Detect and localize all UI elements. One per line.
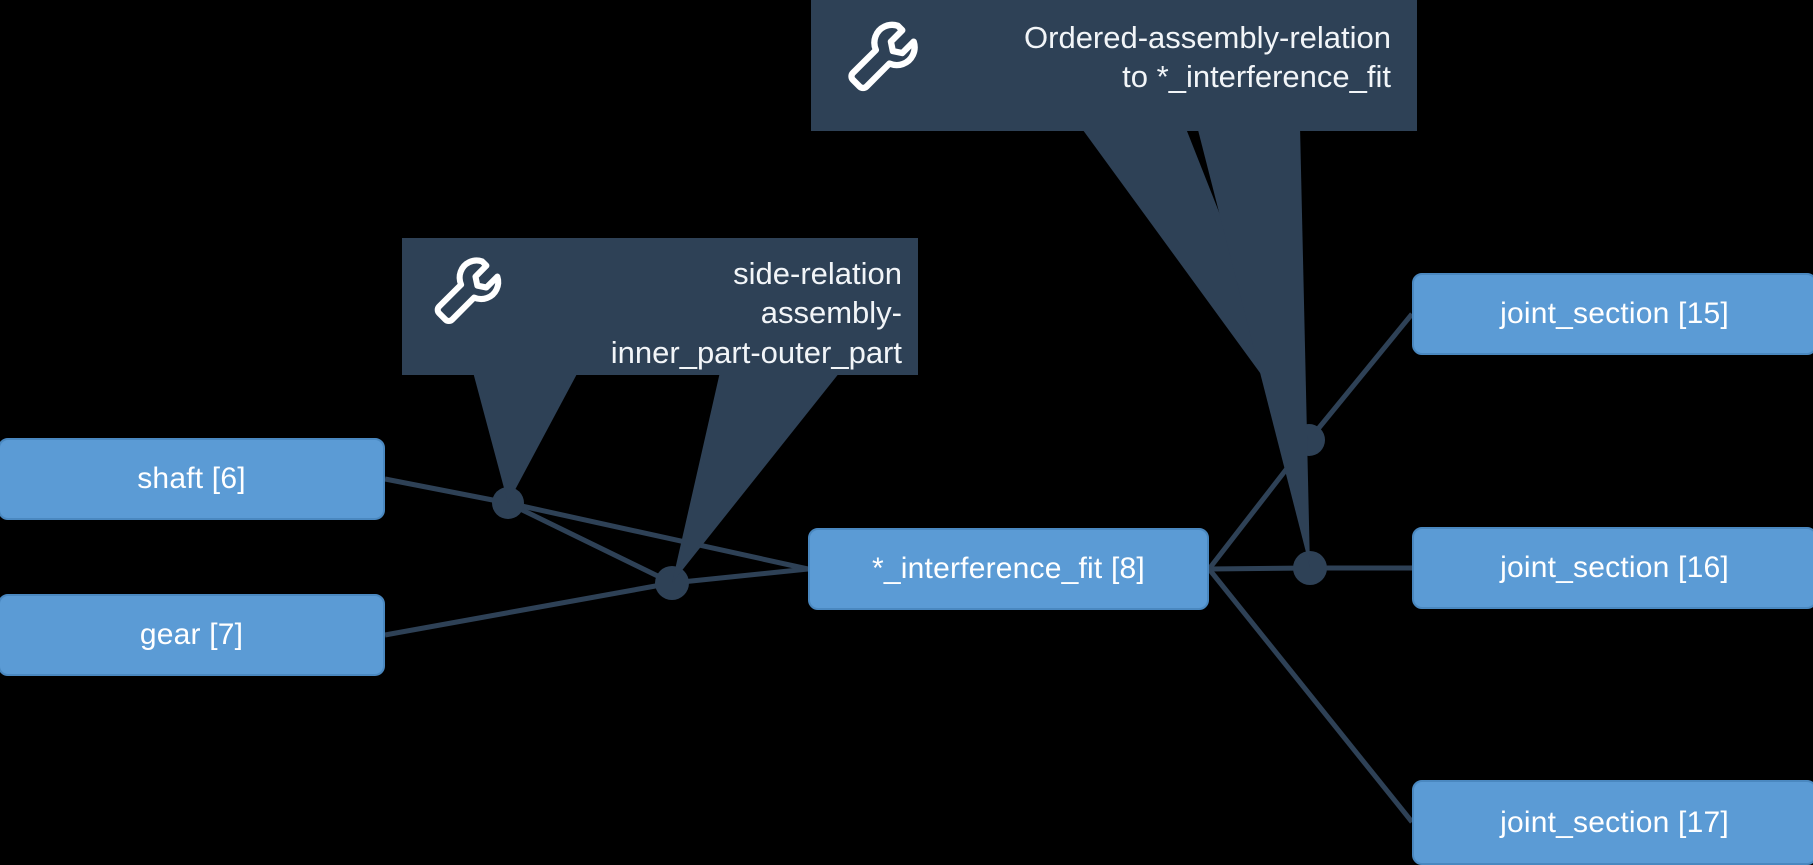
edge-j2-fit bbox=[671, 566, 809, 586]
node-joint-section-16[interactable]: joint_section [16] bbox=[1412, 527, 1813, 609]
node-joint-section-15[interactable]: joint_section [15] bbox=[1412, 273, 1813, 355]
node-shaft[interactable]: shaft [6] bbox=[0, 438, 385, 520]
tooltip-tail-ordered-to-j3 bbox=[1080, 126, 1309, 440]
edge-j3-js15 bbox=[1307, 312, 1414, 442]
edge-shaft-j1 bbox=[384, 476, 509, 506]
edge-gear-j2 bbox=[384, 580, 673, 638]
tooltip-tail-ordered-to-j4 bbox=[1197, 126, 1310, 568]
edge-fit-js17 bbox=[1207, 567, 1414, 824]
edge-j1-fit bbox=[507, 500, 809, 572]
edge-j1-j2 bbox=[506, 500, 674, 586]
node-interference-fit[interactable]: *_interference_fit [8] bbox=[808, 528, 1209, 610]
tooltip-text: side-relation assembly- inner_part-outer… bbox=[610, 256, 902, 370]
tooltip-side-relation[interactable]: side-relation assembly- inner_part-outer… bbox=[402, 238, 918, 375]
tooltip-tail-side-to-j2 bbox=[672, 372, 840, 583]
tooltip-ordered-assembly-relation[interactable]: Ordered-assembly-relation to *_interfere… bbox=[811, 0, 1417, 131]
wrench-icon bbox=[420, 252, 512, 349]
tooltip-tail-side-to-j1 bbox=[473, 372, 578, 503]
wrench-icon bbox=[833, 16, 929, 117]
tooltip-text: Ordered-assembly-relation to *_interfere… bbox=[1024, 20, 1391, 95]
node-joint-section-17[interactable]: joint_section [17] bbox=[1412, 780, 1813, 865]
node-gear[interactable]: gear [7] bbox=[0, 594, 385, 676]
